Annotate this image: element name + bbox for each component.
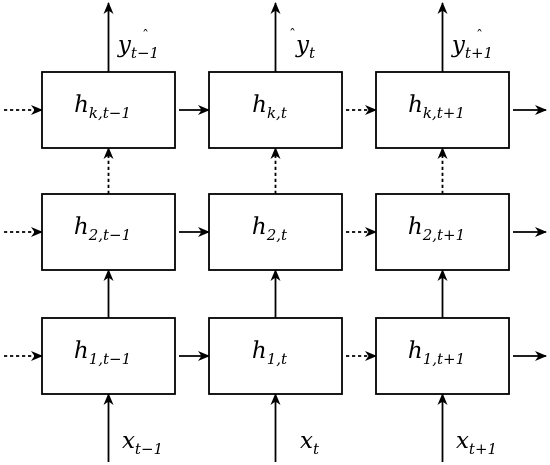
cell-label: h1,t−1 bbox=[74, 338, 131, 368]
output-label-col3-hat: ˆ bbox=[476, 28, 483, 44]
cell-h-layer1-col1: h1,t−1 bbox=[41, 317, 176, 395]
input-label-col3-base: x bbox=[456, 428, 469, 454]
cell-label-base: h bbox=[74, 214, 89, 240]
cell-box bbox=[375, 317, 510, 395]
output-label-col1: yt−1 bbox=[117, 32, 159, 62]
cell-label: h1,t+1 bbox=[408, 338, 465, 368]
input-label-col2-subscript: t bbox=[313, 440, 320, 458]
cell-label-base: h bbox=[74, 338, 89, 364]
cell-label-subscript: 2,t bbox=[266, 226, 288, 244]
cell-label-subscript: k,t bbox=[267, 104, 288, 122]
cell-h-layer1-col3: h1,t+1 bbox=[375, 317, 510, 395]
cell-box bbox=[208, 71, 343, 149]
cell-label: h2,t bbox=[252, 214, 288, 244]
cell-box bbox=[375, 71, 510, 149]
output-label-col2-subscript: t bbox=[309, 44, 316, 62]
input-label-col2: xt bbox=[300, 428, 320, 458]
cell-label-subscript: 2,t+1 bbox=[422, 226, 465, 244]
output-label-col1-subscript: t−1 bbox=[131, 44, 159, 62]
cell-box bbox=[208, 317, 343, 395]
cell-box bbox=[208, 193, 343, 271]
cell-label-subscript: 2,t−1 bbox=[88, 226, 131, 244]
output-label-col3-subscript: t+1 bbox=[465, 44, 493, 62]
input-label-col1: xt−1 bbox=[122, 428, 163, 458]
output-label-col3-base: y bbox=[451, 32, 466, 58]
cell-label-base: h bbox=[408, 92, 423, 118]
cell-label-subscript: k,t+1 bbox=[423, 104, 465, 122]
output-label-col3: yt+1 bbox=[451, 32, 493, 62]
input-label-col3: xt+1 bbox=[456, 428, 497, 458]
output-label-col2: yt bbox=[295, 32, 316, 62]
cell-label-base: h bbox=[408, 338, 423, 364]
cell-h-layer1-col2: h1,t bbox=[208, 317, 343, 395]
output-label-col2-hat: ˆ bbox=[289, 27, 296, 43]
cell-label: h2,t+1 bbox=[408, 214, 465, 244]
cell-label-base: h bbox=[408, 214, 423, 240]
cell-h-layer3-col1: hk,t−1 bbox=[41, 71, 176, 149]
output-label-col1-hat: ˆ bbox=[142, 28, 149, 44]
cell-label: hk,t bbox=[252, 92, 288, 122]
cell-box bbox=[41, 317, 176, 395]
cell-label-subscript: k,t−1 bbox=[89, 104, 131, 122]
cell-label: hk,t−1 bbox=[74, 92, 131, 122]
output-label-col2-base: y bbox=[295, 32, 310, 58]
cell-label-subscript: 1,t+1 bbox=[423, 350, 465, 368]
cell-label-subscript: 1,t bbox=[267, 350, 288, 368]
cell-h-layer3-col2: hk,t bbox=[208, 71, 343, 149]
cell-label-base: h bbox=[252, 92, 267, 118]
cell-box bbox=[41, 193, 176, 271]
input-label-col1-subscript: t−1 bbox=[135, 440, 163, 458]
input-label-col1-base: x bbox=[122, 428, 135, 454]
cell-h-layer2-col3: h2,t+1 bbox=[375, 193, 510, 271]
cell-box bbox=[375, 193, 510, 271]
cell-label-base: h bbox=[252, 338, 267, 364]
cell-h-layer3-col3: hk,t+1 bbox=[375, 71, 510, 149]
cell-h-layer2-col2: h2,t bbox=[208, 193, 343, 271]
cell-label: hk,t+1 bbox=[408, 92, 465, 122]
input-label-col3-subscript: t+1 bbox=[469, 440, 497, 458]
cell-box bbox=[41, 71, 176, 149]
input-label-col2-base: x bbox=[300, 428, 313, 454]
cell-label-subscript: 1,t−1 bbox=[89, 350, 131, 368]
cell-label-base: h bbox=[252, 214, 267, 240]
cell-label-base: h bbox=[74, 92, 89, 118]
output-label-col1-base: y bbox=[117, 32, 132, 58]
cell-label: h1,t bbox=[252, 338, 288, 368]
cell-h-layer2-col1: h2,t−1 bbox=[41, 193, 176, 271]
cell-label: h2,t−1 bbox=[74, 214, 131, 244]
